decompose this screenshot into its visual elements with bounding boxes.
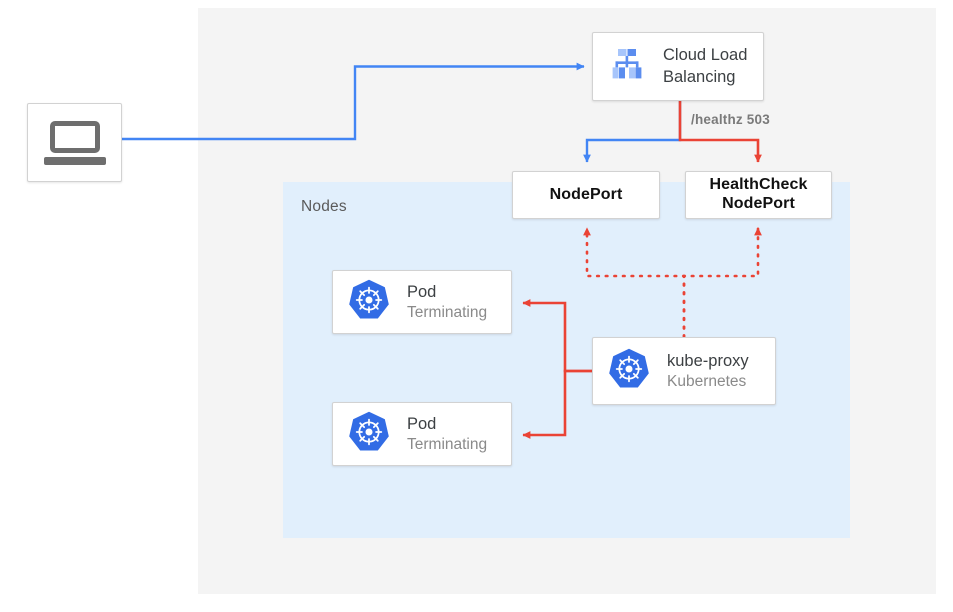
- healthcheck-nodeport-label-line1: HealthCheck: [709, 176, 808, 194]
- pod-node-2-text: Pod Terminating: [407, 414, 487, 455]
- kubernetes-icon: [347, 410, 391, 459]
- client-node[interactable]: [27, 103, 122, 182]
- pod-node-1-text: Pod Terminating: [407, 282, 487, 323]
- laptop-icon: [43, 120, 106, 165]
- nodeport-node[interactable]: NodePort: [512, 171, 660, 219]
- pod-node-2-subtitle: Terminating: [407, 435, 488, 453]
- kube-proxy-subtitle: Kubernetes: [667, 372, 747, 390]
- pod-node-2-title: Pod: [407, 414, 437, 433]
- pod-node-1-title: Pod: [407, 282, 437, 301]
- kube-proxy-node[interactable]: kube-proxy Kubernetes: [592, 337, 776, 405]
- kubernetes-icon: [347, 278, 391, 327]
- cloud-load-balancing-node[interactable]: Cloud Load Balancing: [592, 32, 764, 101]
- nodeport-label: NodePort: [549, 185, 623, 203]
- pod-node-1[interactable]: Pod Terminating: [332, 270, 512, 334]
- cloud-load-balancing-icon: [607, 44, 647, 89]
- kube-proxy-title: kube-proxy: [667, 351, 749, 370]
- nodes-region-label: Nodes: [301, 198, 347, 215]
- healthcheck-nodeport-label-line2: NodePort: [722, 195, 795, 212]
- cloud-load-balancing-label: Cloud Load Balancing: [663, 46, 748, 86]
- kubernetes-icon: [607, 347, 651, 396]
- healthz-edge-label: /healthz 503: [691, 112, 770, 127]
- kube-proxy-text: kube-proxy Kubernetes: [667, 351, 749, 392]
- pod-node-2[interactable]: Pod Terminating: [332, 402, 512, 466]
- pod-node-1-subtitle: Terminating: [407, 303, 488, 321]
- healthcheck-nodeport-node[interactable]: HealthCheck NodePort: [685, 171, 832, 219]
- healthcheck-nodeport-label: HealthCheck NodePort: [686, 172, 831, 218]
